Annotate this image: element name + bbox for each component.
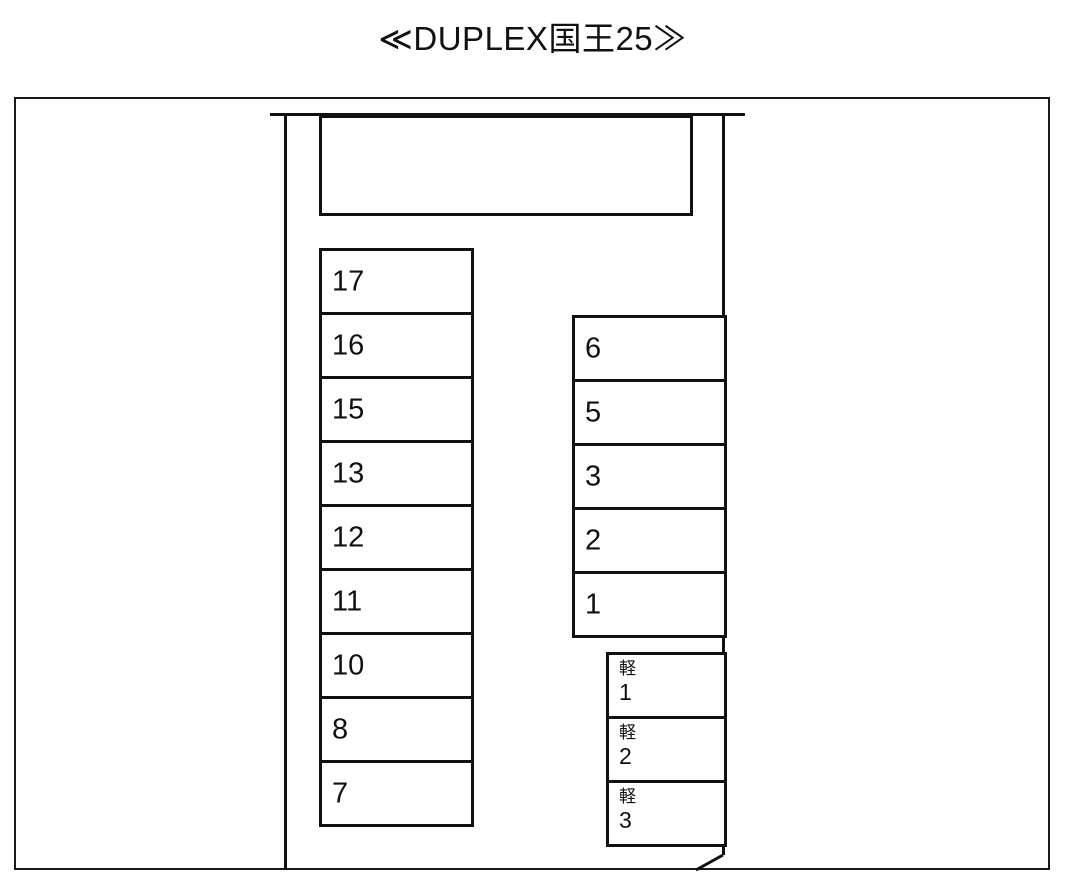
stall-label: 3 xyxy=(585,460,602,492)
parking-stall[interactable]: 17 xyxy=(319,248,474,315)
stall-label: 17 xyxy=(332,265,365,297)
stall-label: 1 xyxy=(585,588,602,620)
kei-stall-column: 軽 1 軽 2 軽 3 xyxy=(606,652,727,847)
kei-number: 2 xyxy=(619,742,632,769)
parking-stall[interactable]: 6 xyxy=(572,315,727,382)
parking-stall[interactable]: 2 xyxy=(572,507,727,574)
parking-stall[interactable]: 12 xyxy=(319,504,474,571)
kei-kanji: 軽 xyxy=(619,659,636,678)
driveway-chamfer xyxy=(695,853,724,872)
stall-label: 11 xyxy=(332,585,363,617)
stall-label: 軽 2 xyxy=(609,719,724,771)
parking-stall[interactable]: 16 xyxy=(319,312,474,379)
driveway-left-edge xyxy=(284,115,287,870)
page-title: ≪DUPLEX国王25≫ xyxy=(378,20,687,57)
parking-stall[interactable]: 13 xyxy=(319,440,474,507)
stall-label: 13 xyxy=(332,457,365,489)
stall-label: 16 xyxy=(332,329,365,361)
building-block xyxy=(319,115,693,216)
frontage-road-line xyxy=(270,113,745,116)
left-stall-column: 17 16 15 13 12 11 10 8 7 xyxy=(319,248,474,827)
stall-label: 8 xyxy=(332,713,349,745)
parking-stall[interactable]: 8 xyxy=(319,696,474,763)
parking-stall[interactable]: 7 xyxy=(319,760,474,827)
kei-parking-stall[interactable]: 軽 3 xyxy=(606,780,727,847)
stall-label: 12 xyxy=(332,521,365,553)
parking-stall[interactable]: 15 xyxy=(319,376,474,443)
stall-label: 5 xyxy=(585,396,602,428)
parking-stall[interactable]: 11 xyxy=(319,568,474,635)
parking-stall[interactable]: 3 xyxy=(572,443,727,510)
stall-label: 7 xyxy=(332,777,349,809)
kei-kanji: 軽 xyxy=(619,787,636,806)
parking-stall[interactable]: 5 xyxy=(572,379,727,446)
site-boundary xyxy=(14,97,1050,870)
right-stall-column: 6 5 3 2 1 xyxy=(572,315,727,638)
stall-label: 軽 1 xyxy=(609,655,724,707)
kei-parking-stall[interactable]: 軽 2 xyxy=(606,716,727,783)
stall-label: 2 xyxy=(585,524,602,556)
stall-label: 10 xyxy=(332,649,365,681)
parking-stall[interactable]: 1 xyxy=(572,571,727,638)
kei-number: 1 xyxy=(619,678,632,705)
stall-label: 6 xyxy=(585,332,602,364)
parking-stall[interactable]: 10 xyxy=(319,632,474,699)
kei-parking-stall[interactable]: 軽 1 xyxy=(606,652,727,719)
stall-label: 軽 3 xyxy=(609,783,724,835)
kei-kanji: 軽 xyxy=(619,723,636,742)
stall-label: 15 xyxy=(332,393,365,425)
kei-number: 3 xyxy=(619,806,632,833)
